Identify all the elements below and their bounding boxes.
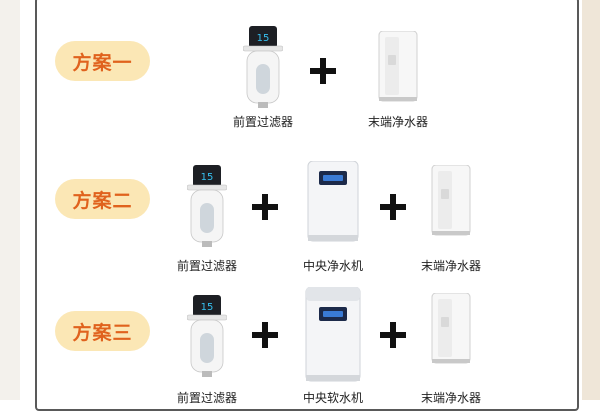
product-label: 末端净水器 <box>420 259 481 273</box>
svg-text:15: 15 <box>257 33 270 44</box>
right-margin <box>582 0 600 400</box>
product-label: 中央净水机 <box>302 259 363 273</box>
end-purifier-icon <box>431 293 471 364</box>
plan-badge: 方案二 <box>55 179 150 219</box>
plus-icon <box>252 194 278 220</box>
prefilter-icon: 15 <box>187 295 227 377</box>
plus-icon <box>380 194 406 220</box>
product-label: 末端净水器 <box>420 391 481 405</box>
end-purifier-icon <box>431 165 471 236</box>
end-purifier-icon <box>378 31 418 102</box>
plus-icon <box>310 58 336 84</box>
svg-text:15: 15 <box>201 302 214 313</box>
product-label: 中央软水机 <box>302 391 363 405</box>
product-label: 末端净水器 <box>367 115 428 129</box>
central-purifier-icon <box>307 161 359 242</box>
svg-text:15: 15 <box>201 172 214 183</box>
prefilter-icon: 15 <box>187 165 227 247</box>
plus-icon <box>380 322 406 348</box>
central-softener-icon <box>305 287 361 382</box>
plans-card: 方案一 15 前置过滤器 末端净水器 方案二 15 <box>35 0 579 411</box>
left-margin <box>0 0 20 400</box>
product-label: 前置过滤器 <box>232 115 293 129</box>
plan-badge: 方案一 <box>55 41 150 81</box>
product-label: 前置过滤器 <box>176 391 237 405</box>
prefilter-icon: 15 <box>243 26 283 108</box>
product-label: 前置过滤器 <box>176 259 237 273</box>
plan-badge: 方案三 <box>55 311 150 351</box>
plus-icon <box>252 322 278 348</box>
